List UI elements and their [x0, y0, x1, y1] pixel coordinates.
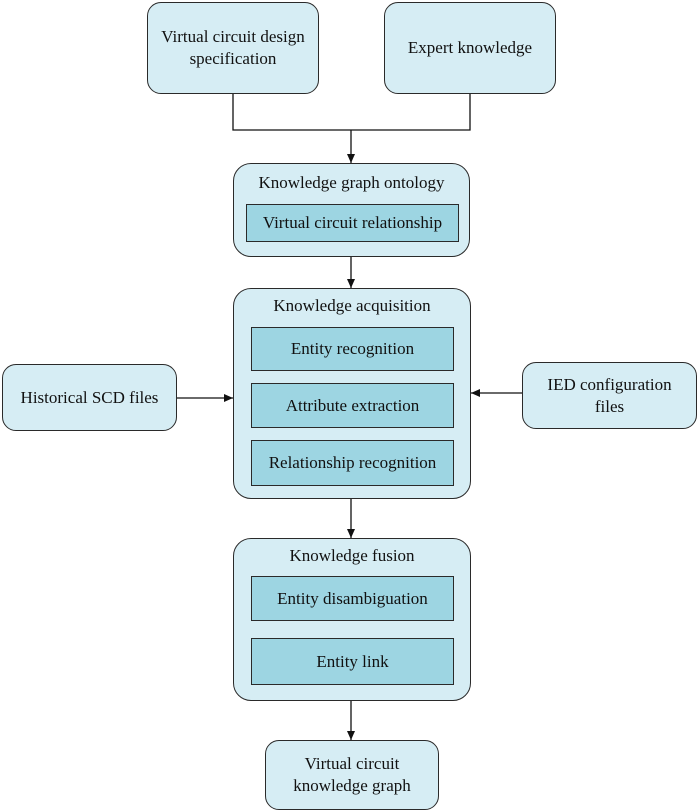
historical-scd-label: Historical SCD files — [20, 387, 159, 407]
fusion-title: Knowledge fusion — [289, 546, 415, 565]
attribute-extraction-box: Attribute extraction — [251, 383, 454, 428]
entity-link-box: Entity link — [251, 638, 454, 685]
entity-recognition-box: Entity recognition — [251, 327, 454, 371]
acquisition-title: Knowledge acquisition — [273, 296, 431, 315]
spec-input-label: Virtual circuit design specification — [161, 27, 305, 68]
fusion-group: Knowledge fusion Entity disambiguation E… — [233, 538, 471, 701]
expert-knowledge-label: Expert knowledge — [407, 38, 533, 57]
knowledge-graph-output-box: Virtual circuit knowledge graph — [265, 740, 439, 810]
knowledge-graph-output-label: Virtual circuit knowledge graph — [293, 754, 411, 795]
ontology-group: Knowledge graph ontology Virtual circuit… — [233, 163, 470, 257]
ied-config-box: IED configuration files — [522, 362, 697, 429]
spec-input-box: Virtual circuit design specification — [147, 2, 319, 94]
ontology-title: Knowledge graph ontology — [258, 173, 445, 192]
acquisition-group: Knowledge acquisition Entity recognition… — [233, 288, 471, 499]
relationship-recognition-box: Relationship recognition — [251, 440, 454, 486]
entity-disambiguation-box: Entity disambiguation — [251, 576, 454, 621]
virtual-circuit-relationship-box: Virtual circuit relationship — [246, 204, 459, 242]
historical-scd-box: Historical SCD files — [2, 364, 177, 431]
ied-config-label: IED configuration files — [547, 374, 672, 416]
merge-connector — [232, 94, 471, 131]
expert-knowledge-box: Expert knowledge — [384, 2, 556, 94]
